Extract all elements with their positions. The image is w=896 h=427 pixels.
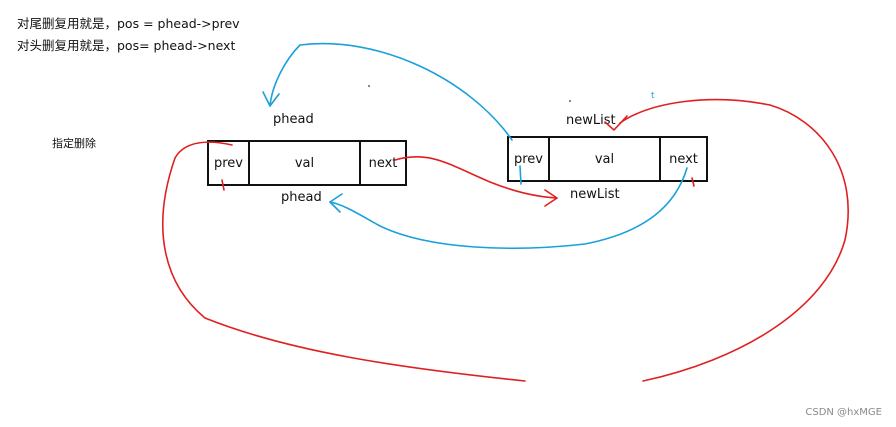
- phead-label-bottom: phead: [281, 190, 322, 205]
- red-loop-arrow-right: [619, 98, 849, 382]
- note-tail-delete: 对尾删复用就是，pos = phead->prev: [17, 16, 240, 31]
- blue-arrow-prev-to-phead: [269, 42, 513, 141]
- newlist-val-cell: val: [548, 138, 659, 180]
- newlist-label-bottom: newList: [570, 187, 620, 202]
- newlist-prev-cell: prev: [513, 151, 543, 167]
- note-head-delete: 对头删复用就是，pos= phead->next: [17, 38, 236, 53]
- newlist-node: prev val next: [507, 136, 708, 182]
- red-tick-newlist-next: [691, 177, 695, 187]
- blue-arrow-next-to-phead: [329, 167, 688, 250]
- phead-label-top: phead: [273, 112, 314, 127]
- phead-next-cell: next: [359, 142, 405, 184]
- phead-val-cell: val: [248, 142, 359, 184]
- red-arrowhead-newlist: [604, 115, 628, 131]
- svg-text:t: t: [651, 91, 655, 101]
- red-arrow-next-to-newlist: [394, 156, 558, 199]
- note-specified-delete: 指定删除: [52, 137, 96, 150]
- blue-arrowhead-top: [262, 91, 280, 107]
- red-tick-phead-prev: [221, 179, 225, 191]
- red-arrowhead-next: [544, 189, 558, 207]
- blue-arrowhead-bottom: [329, 193, 343, 213]
- watermark: CSDN @hxMGE: [805, 407, 882, 418]
- phead-prev-cell: prev: [213, 155, 243, 171]
- newlist-next-cell: next: [659, 138, 706, 180]
- phead-node: prev val next: [207, 140, 407, 186]
- red-loop-arrow: [162, 141, 526, 382]
- newlist-label-top: newList: [566, 113, 616, 128]
- blue-tick-prev: [519, 165, 522, 185]
